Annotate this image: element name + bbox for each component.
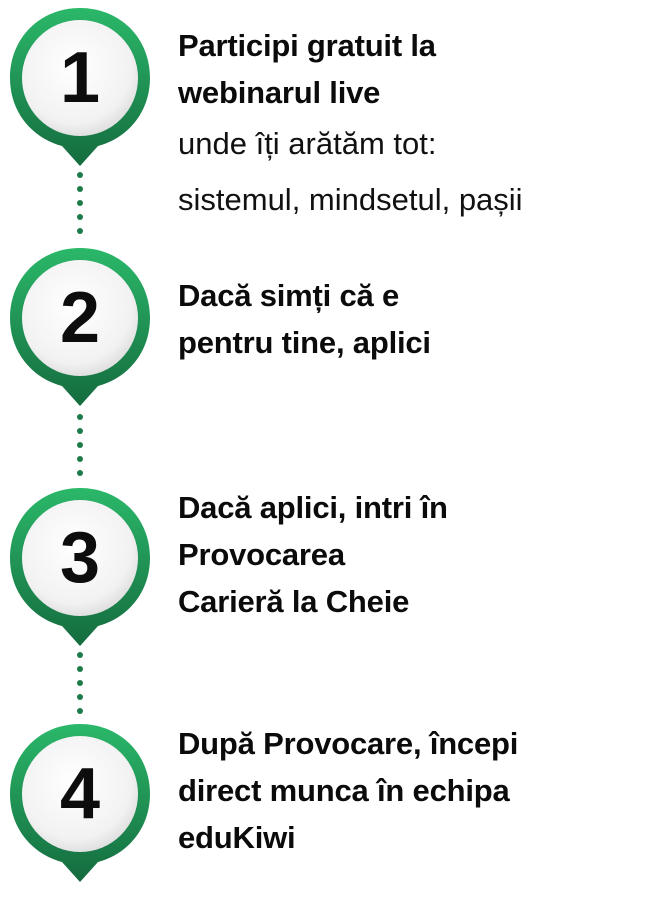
step-2-badge-icon: 2 <box>6 244 154 406</box>
step-1: 1 Participi gratuit la webinarul live un… <box>0 4 660 217</box>
steps-timeline: 1 Participi gratuit la webinarul live un… <box>0 4 660 882</box>
step-3-title-line1: Dacă aplici, intri în <box>178 490 448 525</box>
step-1-subtitle-line1: unde îți arătăm tot: <box>178 126 437 161</box>
step-4: 4 După Provocare, începi direct munca în… <box>0 720 660 920</box>
step-2: 2 Dacă simți că e pentru tine, aplici <box>0 244 660 444</box>
step-2-number: 2 <box>59 278 101 358</box>
step-1-title-line2: webinarul live <box>178 75 381 110</box>
step-1-text: Participi gratuit la webinarul live unde… <box>178 22 648 228</box>
step-1-title-line1: Participi gratuit la <box>178 28 436 63</box>
step-1-number: 1 <box>59 38 101 118</box>
connector-2-3 <box>77 414 83 478</box>
step-2-text: Dacă simți că e pentru tine, aplici <box>178 272 648 366</box>
connector-3-4 <box>77 652 83 716</box>
step-2-title-line1: Dacă simți că e <box>178 278 400 313</box>
step-4-text: După Provocare, începi direct munca în e… <box>178 720 648 861</box>
connector-1-2 <box>77 172 83 236</box>
step-4-title-line3: eduKiwi <box>178 820 296 855</box>
step-3-title-line3: Carieră la Cheie <box>178 584 410 619</box>
step-4-badge-icon: 4 <box>6 720 154 882</box>
step-4-title-line1: După Provocare, începi <box>178 726 519 761</box>
step-3-title-line2: Provocarea <box>178 537 345 572</box>
step-3: 3 Dacă aplici, intri în Provocarea Carie… <box>0 484 660 684</box>
step-4-number: 4 <box>59 754 101 834</box>
step-3-number: 3 <box>59 518 101 598</box>
step-3-text: Dacă aplici, intri în Provocarea Carieră… <box>178 484 648 625</box>
step-4-title-line2: direct munca în echipa <box>178 773 510 808</box>
step-3-badge-icon: 3 <box>6 484 154 646</box>
step-1-subtitle-line2: sistemul, mindsetul, pașii <box>178 182 523 217</box>
step-1-badge-icon: 1 <box>6 4 154 166</box>
step-2-title-line2: pentru tine, aplici <box>178 325 431 360</box>
